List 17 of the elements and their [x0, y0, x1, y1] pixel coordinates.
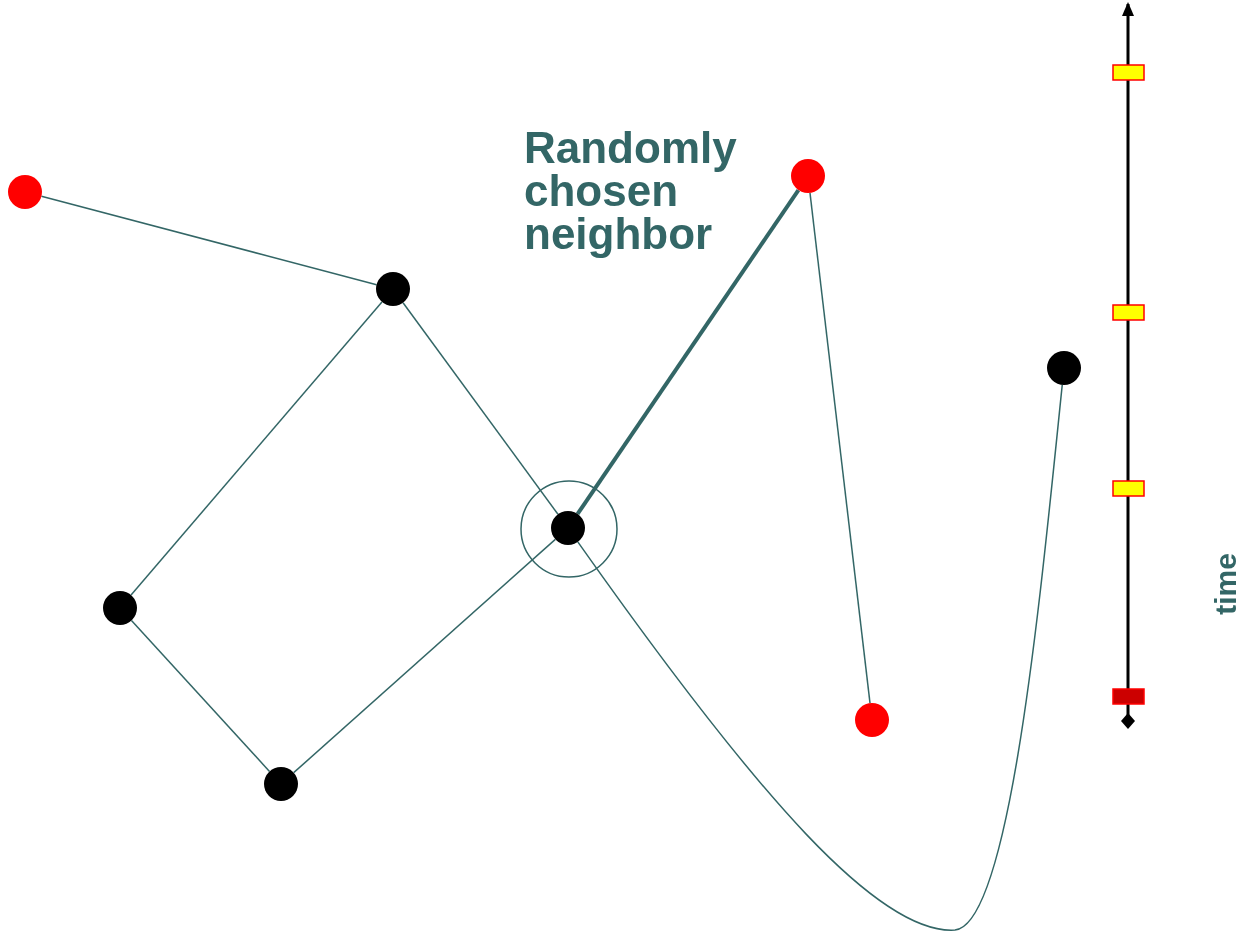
node-dot: [264, 767, 298, 801]
node-dot: [376, 272, 410, 306]
connector-line: [577, 384, 1063, 931]
connector-line: [402, 301, 559, 516]
node-dot: [8, 175, 42, 209]
connector-line: [130, 301, 383, 596]
axis-label: time: [1208, 553, 1243, 615]
node-dot: [855, 703, 889, 737]
connector-line: [130, 619, 271, 773]
connector-line: [809, 192, 871, 704]
node-dot: [103, 591, 137, 625]
node-dot: [1047, 351, 1081, 385]
connector-line: [40, 195, 378, 286]
connector-line: [575, 188, 801, 516]
node-dot: [551, 511, 585, 545]
node-dot: [791, 159, 825, 193]
connector-line: [292, 538, 557, 774]
